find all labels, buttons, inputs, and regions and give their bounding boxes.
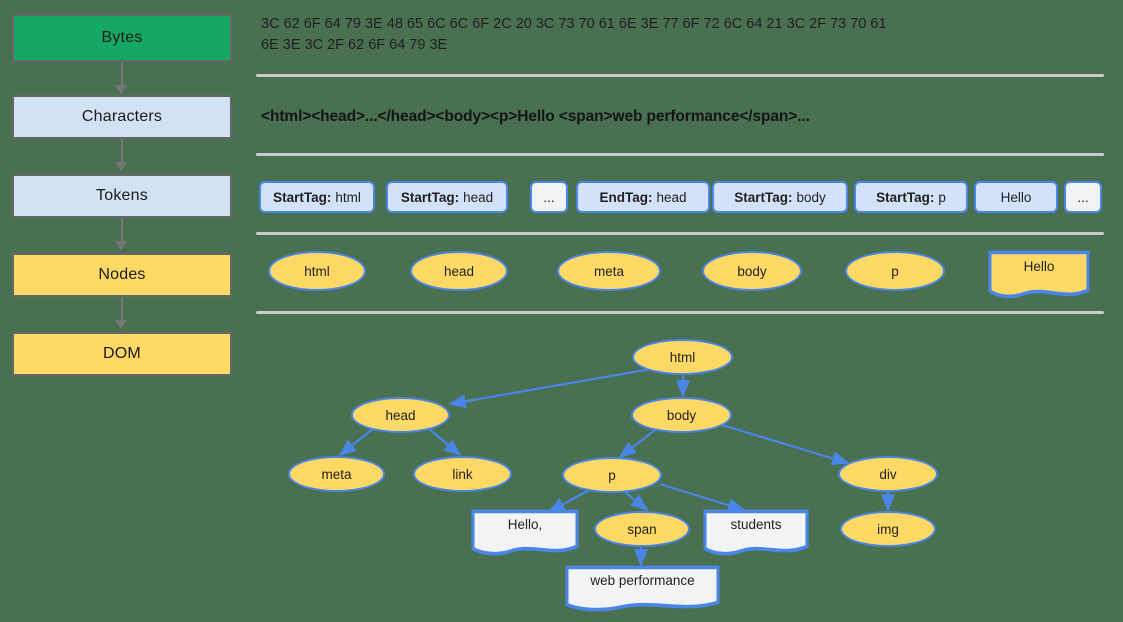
pipeline-stage-tokens: Tokens [12,174,232,218]
dom-edge-html-head [448,367,652,409]
pipeline-stage-label: Nodes [98,266,146,283]
node-document[interactable]: Hello [988,250,1090,301]
dom-node-label: Hello, [507,517,543,532]
node-ellipse[interactable]: body [702,251,802,291]
token-chip[interactable]: EndTag:head [576,181,710,213]
document-shape-icon [988,250,1090,299]
separator-rule-2 [256,153,1104,156]
dom-edge-head-link [427,427,462,457]
dom-node-label: meta [321,466,352,482]
dom-edge-p-span [624,491,649,512]
dom-text-node-webperf[interactable]: web performance [565,565,720,613]
pipeline-stage-characters: Characters [12,95,232,139]
token-value: head [656,189,687,205]
token-value: body [796,189,826,205]
dom-node-div[interactable]: div [838,456,938,492]
dom-node-label: head [385,407,416,423]
document-shape-icon [703,509,809,556]
pipeline-arrow-1-head [115,85,127,94]
pipeline-stage-label: Characters [81,108,163,125]
dom-node-label: students [730,517,782,532]
dom-node-body[interactable]: body [631,397,732,433]
bytes-hex-text: 3C 62 6F 64 79 3E 48 65 6C 6C 6F 2C 20 3… [261,16,887,53]
dom-edge-p-students [659,482,746,513]
document-shape-icon [471,509,579,556]
dom-node-meta[interactable]: meta [288,456,385,492]
dom-node-label: p [608,467,616,483]
token-chip[interactable]: StartTag:body [712,181,848,213]
node-label: body [737,263,767,279]
token-chip-ellipsis[interactable]: ... [1064,181,1102,213]
dom-node-img[interactable]: img [840,511,936,547]
dom-node-html[interactable]: html [632,339,733,375]
node-label: Hello [1023,259,1055,274]
pipeline-arrow-3-head [115,241,127,250]
token-kind: EndTag: [599,189,653,205]
dom-text-node-hello[interactable]: Hello, [471,509,579,557]
pipeline-stage-dom: DOM [12,332,232,376]
node-ellipse[interactable]: head [410,251,508,291]
token-value: head [463,189,494,205]
token-chip[interactable]: StartTag:html [259,181,375,213]
dom-node-label: web performance [590,573,695,588]
dom-node-label: img [877,521,899,537]
pipeline-arrow-4-line [121,297,123,323]
token-kind: StartTag: [734,189,793,205]
node-ellipse[interactable]: p [845,251,945,291]
separator-rule-1 [256,74,1104,77]
pipeline-arrow-2-line [121,139,123,165]
token-value: ... [1077,189,1089,205]
pipeline-arrow-3-line [121,218,123,244]
token-value: ... [543,189,555,205]
dom-node-link[interactable]: link [413,456,512,492]
dom-edge-head-meta [338,427,375,457]
pipeline-arrow-4-head [115,320,127,329]
dom-node-label: html [669,349,696,365]
dom-node-label: link [452,466,473,482]
token-value: Hello [1000,189,1032,205]
pipeline-stage-label: Tokens [96,187,148,204]
pipeline-stage-nodes: Nodes [12,253,232,297]
token-kind: StartTag: [400,189,460,205]
node-ellipse[interactable]: html [268,251,366,291]
dom-node-label: div [879,466,897,482]
document-shape-icon [565,565,720,612]
node-label: html [304,263,330,279]
characters-markup-text: <html><head>...</head><body><p>Hello <sp… [261,108,810,125]
dom-node-label: body [666,407,697,423]
dom-node-p[interactable]: p [562,457,662,493]
dom-node-label: span [627,521,657,537]
token-kind: StartTag: [876,189,935,205]
pipeline-stage-label: Bytes [101,29,143,46]
pipeline-arrow-2-head [115,162,127,171]
token-chip-ellipsis[interactable]: ... [530,181,568,213]
token-value: html [335,189,361,205]
pipeline-stage-bytes: Bytes [12,14,232,62]
dom-edge-body-p [618,429,656,459]
separator-rule-3 [256,232,1104,235]
token-chip[interactable]: StartTag:p [854,181,968,213]
token-kind: StartTag: [273,189,332,205]
node-label: meta [593,263,624,279]
node-ellipse[interactable]: meta [557,251,661,291]
dom-node-head[interactable]: head [351,397,450,433]
node-label: head [443,263,475,279]
node-label: p [891,263,899,279]
dom-text-node-students[interactable]: students [703,509,809,557]
dom-edge-body-div [721,423,850,466]
token-chip[interactable]: StartTag:head [386,181,508,213]
token-chip[interactable]: Hello [974,181,1058,213]
separator-rule-4 [256,311,1104,314]
pipeline-arrow-1-line [121,62,123,88]
pipeline-stage-label: DOM [103,345,141,362]
token-value: p [938,189,946,205]
dom-node-span[interactable]: span [594,511,690,547]
